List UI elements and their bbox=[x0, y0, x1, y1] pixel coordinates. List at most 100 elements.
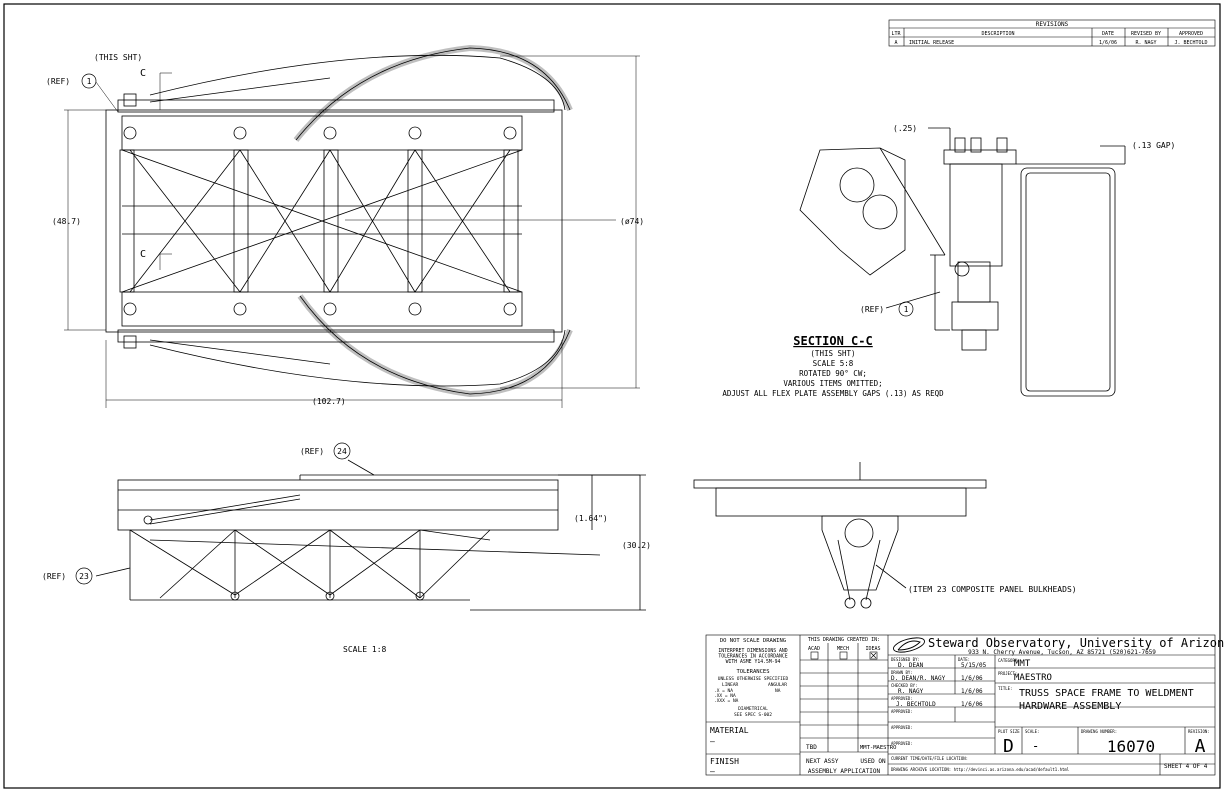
scale-value: - bbox=[1032, 739, 1039, 753]
section-mark-bottom: C bbox=[140, 249, 146, 260]
section-balloon-1: 1 bbox=[904, 305, 909, 314]
diametrical: DIAMETRICAL bbox=[738, 706, 768, 712]
category-label: CATEGORY: bbox=[998, 658, 1020, 663]
cad-acad: ACAD bbox=[808, 646, 820, 652]
approved-by: J. BECHTOLD bbox=[896, 701, 936, 708]
revisions-table bbox=[888, 19, 1216, 47]
balloon-23-circle bbox=[75, 567, 93, 585]
rev-row-ltr: A bbox=[894, 40, 897, 46]
created-in-label: THIS DRAWING CREATED IN: bbox=[808, 637, 880, 643]
balloon-24-circle bbox=[333, 442, 351, 460]
section-line-3: ROTATED 90° CW; bbox=[799, 369, 867, 378]
ref-1-label: (REF) bbox=[46, 77, 70, 86]
plot-size-value: D bbox=[1003, 736, 1014, 757]
section-title: SECTION C-C bbox=[793, 334, 872, 348]
approved-label: APPROVED: bbox=[891, 696, 913, 701]
rev-header-date: DATE bbox=[1102, 31, 1114, 37]
material-label: MATERIAL bbox=[710, 726, 749, 735]
balloon-24-label: 24 bbox=[337, 447, 347, 456]
checked-date: 1/6/06 bbox=[961, 688, 983, 695]
used-on-label: USED ON bbox=[860, 758, 886, 765]
title-line-1: TRUSS SPACE FRAME TO WELDMENT bbox=[1019, 688, 1194, 699]
drawing-number: 16070 bbox=[1107, 737, 1155, 756]
revision-value: A bbox=[1195, 736, 1206, 757]
top-view bbox=[105, 44, 573, 398]
balloon-1-label: 1 bbox=[87, 77, 92, 86]
designed-by: D. DEAN bbox=[898, 662, 924, 669]
ref-23-label: (REF) bbox=[42, 572, 66, 581]
do-not-scale: DO NOT SCALE DRAWING bbox=[720, 638, 786, 644]
rev-header-description: DESCRIPTION bbox=[981, 31, 1014, 37]
scale-label: SCALE: bbox=[1025, 729, 1039, 734]
section-view bbox=[799, 127, 1126, 397]
designed-by-label: DESIGNED BY: bbox=[891, 657, 920, 662]
rev-header-revised-by: REVISED BY bbox=[1131, 31, 1161, 37]
project-value: MAESTRO bbox=[1014, 673, 1052, 683]
next-assy-label: NEXT ASSY bbox=[806, 758, 839, 765]
cad-mech: MECH bbox=[837, 646, 849, 652]
approved-label-2: APPROVED: bbox=[891, 709, 913, 714]
ref-24-label: (REF) bbox=[300, 447, 324, 456]
section-dim-gap: (.13 GAP) bbox=[1132, 141, 1175, 150]
archive-location: DRAWING ARCHIVE LOCATION: http://devinci… bbox=[891, 767, 1070, 772]
title-label: TITLE: bbox=[998, 686, 1012, 691]
dim-1-64: (1.64") bbox=[574, 514, 608, 523]
rev-row-description: INITIAL RELEASE bbox=[909, 40, 954, 46]
revision-label: REVISION: bbox=[1188, 729, 1210, 734]
project-label: PROJECT: bbox=[998, 671, 1017, 676]
approved-label-4: APPROVED: bbox=[891, 741, 913, 746]
steward-logo-icon bbox=[893, 637, 925, 653]
tol-angular: NA bbox=[775, 688, 781, 694]
rev-row-date: 1/6/06 bbox=[1099, 40, 1117, 46]
tol-x: .X = NA bbox=[714, 688, 733, 694]
tol-xxx: .XXX = NA bbox=[714, 698, 739, 704]
drawn-date: 1/6/06 bbox=[961, 675, 983, 682]
section-balloon-circle bbox=[898, 301, 914, 317]
see-spec: SEE SPEC S-002 bbox=[734, 712, 772, 718]
side-view-scale: SCALE 1:8 bbox=[343, 645, 387, 654]
material-value: – bbox=[710, 737, 715, 746]
title-line-2: HARDWARE ASSEMBLY bbox=[1019, 701, 1121, 712]
linear-label: LINEAR bbox=[722, 682, 739, 688]
section-line-1: (THIS SHT) bbox=[810, 349, 855, 358]
revisions-title: REVISIONS bbox=[1036, 21, 1069, 28]
date-label: DATE: bbox=[958, 657, 970, 662]
end-view bbox=[693, 462, 987, 609]
this-sht-label: (THIS SHT) bbox=[94, 53, 142, 62]
rev-header-ltr: LTR bbox=[891, 31, 901, 37]
tol-xx: .XX = NA bbox=[714, 693, 736, 699]
approved-label-3: APPROVED: bbox=[891, 725, 913, 730]
tbd-label: TBD bbox=[806, 744, 817, 751]
org-name: Steward Observatory, University of Arizo… bbox=[928, 636, 1224, 650]
dim-30-2: (30.2) bbox=[622, 541, 651, 550]
sheet-number: SHEET 4 OF 4 bbox=[1164, 763, 1208, 770]
section-line-5: ADJUST ALL FLEX PLATE ASSEMBLY GAPS (.13… bbox=[722, 389, 944, 398]
dim-length: (102.7) bbox=[312, 397, 346, 406]
checked-by-label: CHECKED BY: bbox=[891, 683, 918, 688]
angular-label: ANGULAR bbox=[768, 682, 787, 688]
checked-by: R. NAGY bbox=[898, 688, 924, 695]
end-view-note: (ITEM 23 COMPOSITE PANEL BULKHEADS) bbox=[908, 585, 1077, 594]
section-line-4: VARIOUS ITEMS OMITTED; bbox=[783, 379, 882, 388]
designed-date: 5/15/05 bbox=[961, 662, 987, 669]
finish-label: FINISH bbox=[710, 757, 739, 766]
drawn-by-label: DRAWN BY: bbox=[891, 670, 913, 675]
title-block-lines bbox=[705, 634, 1216, 776]
plot-size-label: PLOT SIZE bbox=[998, 729, 1020, 734]
org-address: 933 N. Cherry Avenue, Tucson, AZ 85721 (… bbox=[968, 649, 1156, 656]
balloon-circle-1 bbox=[81, 73, 97, 89]
category-value: MMT bbox=[1014, 659, 1031, 669]
assembly-application: ASSEMBLY APPLICATION bbox=[808, 768, 881, 775]
rev-row-revised-by: R. NAGY bbox=[1135, 40, 1156, 46]
finish-value: – bbox=[710, 767, 715, 776]
tolerances-title: TOLERANCES bbox=[736, 669, 769, 675]
current-time-label: CURRENT TIME/DATE/FILE LOCATION: bbox=[891, 756, 968, 761]
rev-row-approved: J. BECHTOLD bbox=[1174, 40, 1207, 46]
balloon-23-label: 23 bbox=[79, 572, 89, 581]
section-mark-top: C bbox=[140, 68, 146, 79]
drawing-border bbox=[3, 3, 1221, 789]
unless-specified: UNLESS OTHERWISE SPECIFIED bbox=[718, 676, 789, 682]
side-view bbox=[95, 459, 646, 611]
